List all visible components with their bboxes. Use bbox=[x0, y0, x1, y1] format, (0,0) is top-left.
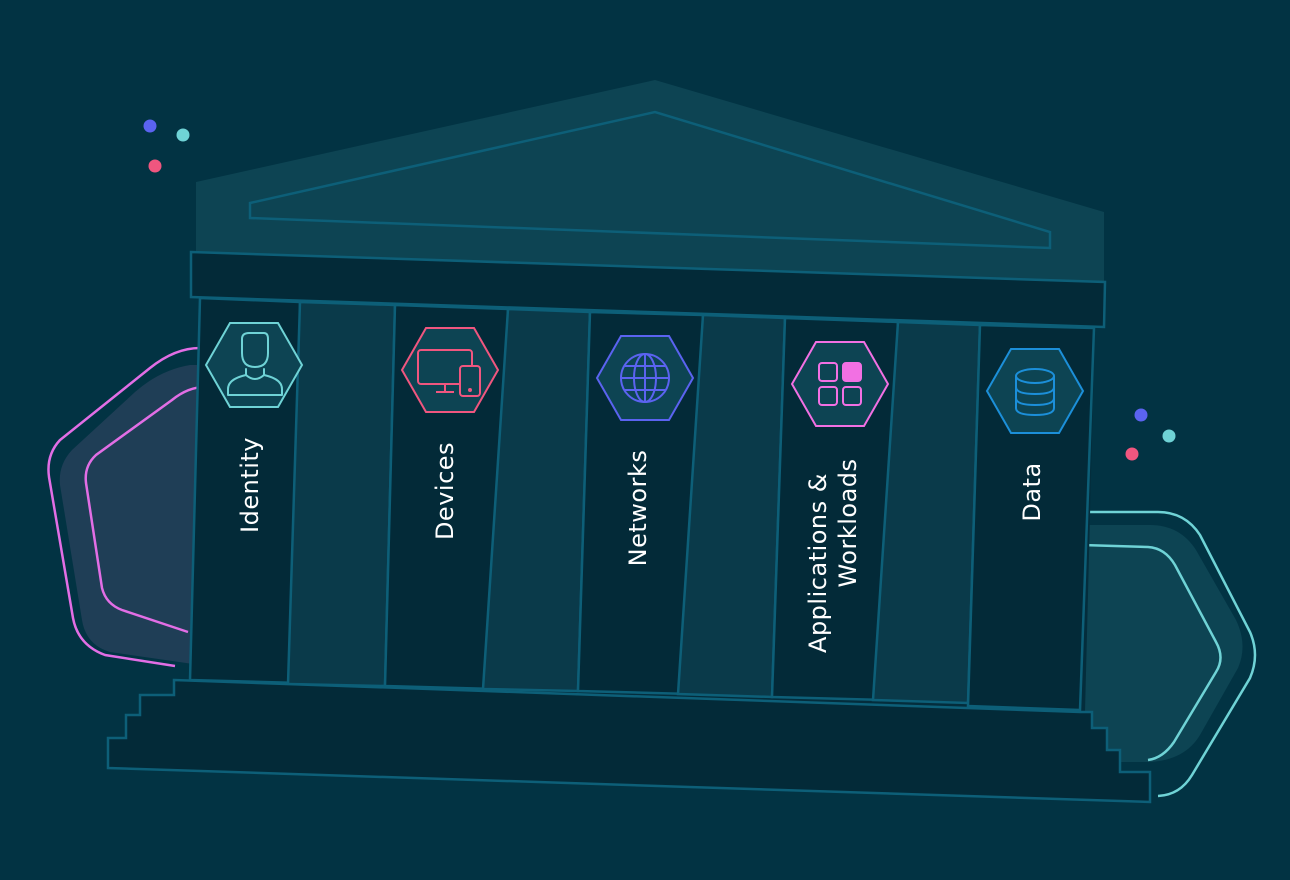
devices-icon bbox=[417, 349, 481, 397]
decorative-dots-right bbox=[1125, 408, 1176, 461]
building-steps bbox=[106, 678, 1152, 804]
building-roof bbox=[196, 80, 1104, 288]
pillar-label-data: Data bbox=[1018, 462, 1046, 521]
pillar-label-devices: Devices bbox=[431, 442, 459, 540]
decorative-dots-left bbox=[143, 119, 190, 173]
steps bbox=[106, 678, 1152, 804]
dot bbox=[1162, 429, 1176, 443]
entablature bbox=[189, 250, 1107, 329]
gap-column bbox=[286, 300, 397, 688]
dot bbox=[176, 128, 190, 142]
pediment-inner-outline bbox=[248, 110, 1052, 250]
dot bbox=[1125, 447, 1139, 461]
pillar-icon-identity bbox=[204, 322, 304, 408]
pillar-icon-devices bbox=[400, 327, 500, 413]
globe-icon bbox=[620, 353, 670, 403]
left-arrow-inner-line bbox=[84, 385, 206, 634]
pillar-icon-data bbox=[985, 348, 1085, 434]
left-arrow-fill bbox=[59, 365, 205, 665]
pillar-icon-applications bbox=[790, 341, 890, 427]
right-arrow-outer-line bbox=[1080, 510, 1257, 798]
dot bbox=[148, 159, 162, 173]
hexagon bbox=[790, 341, 890, 427]
left-arrow-outer-line bbox=[47, 346, 201, 668]
pillar-label-networks: Networks bbox=[624, 450, 652, 567]
hexagon bbox=[985, 348, 1085, 434]
hexagon bbox=[204, 322, 304, 408]
database-icon bbox=[1015, 368, 1055, 417]
dot bbox=[1134, 408, 1148, 422]
pediment bbox=[196, 80, 1104, 288]
pillar-icon-networks bbox=[595, 335, 695, 421]
left-arrow-shape bbox=[47, 346, 206, 668]
pillar-label-applications-line1: Applications & bbox=[804, 473, 832, 653]
dot bbox=[143, 119, 157, 133]
pillar-label-applications-line2: Workloads bbox=[834, 458, 862, 587]
person-icon bbox=[227, 332, 283, 396]
right-arrow-inner-line bbox=[1081, 543, 1222, 762]
pillar-label-identity: Identity bbox=[236, 437, 264, 533]
apps-grid-icon bbox=[818, 362, 862, 406]
